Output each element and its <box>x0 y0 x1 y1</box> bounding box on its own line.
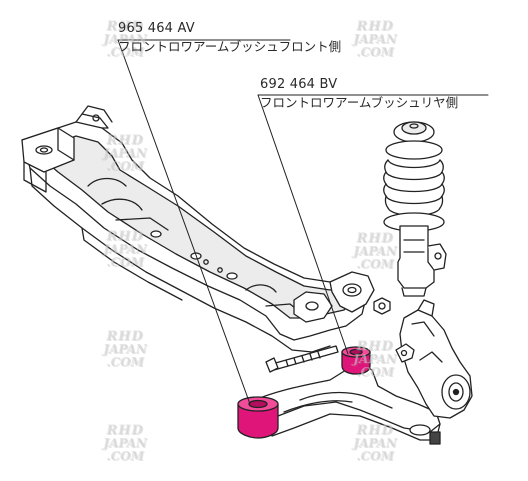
callout-1-leader <box>117 39 251 405</box>
rear-bushing <box>341 346 371 375</box>
callout-rear-bushing: 692 464 BV フロントロワアームブッシュリヤ側 <box>260 76 458 112</box>
lower-control-arm <box>245 363 441 445</box>
part-number: 692 464 BV <box>260 77 338 92</box>
part-description: フロントロワアームブッシュリヤ側 <box>260 95 459 110</box>
steering-knuckle <box>395 299 473 419</box>
mounting-bolt <box>265 345 339 373</box>
leader-lines <box>117 39 489 405</box>
part-description: フロントロワアームブッシュフロント側 <box>118 39 342 54</box>
part-number: 965 464 AV <box>118 21 195 36</box>
callout-2-leader <box>257 94 349 355</box>
strut-assembly <box>383 121 447 297</box>
front-subframe <box>21 105 391 353</box>
callout-front-bushing: 965 464 AV フロントロワアームブッシュフロント側 <box>118 20 341 56</box>
front-bushing <box>237 396 279 439</box>
